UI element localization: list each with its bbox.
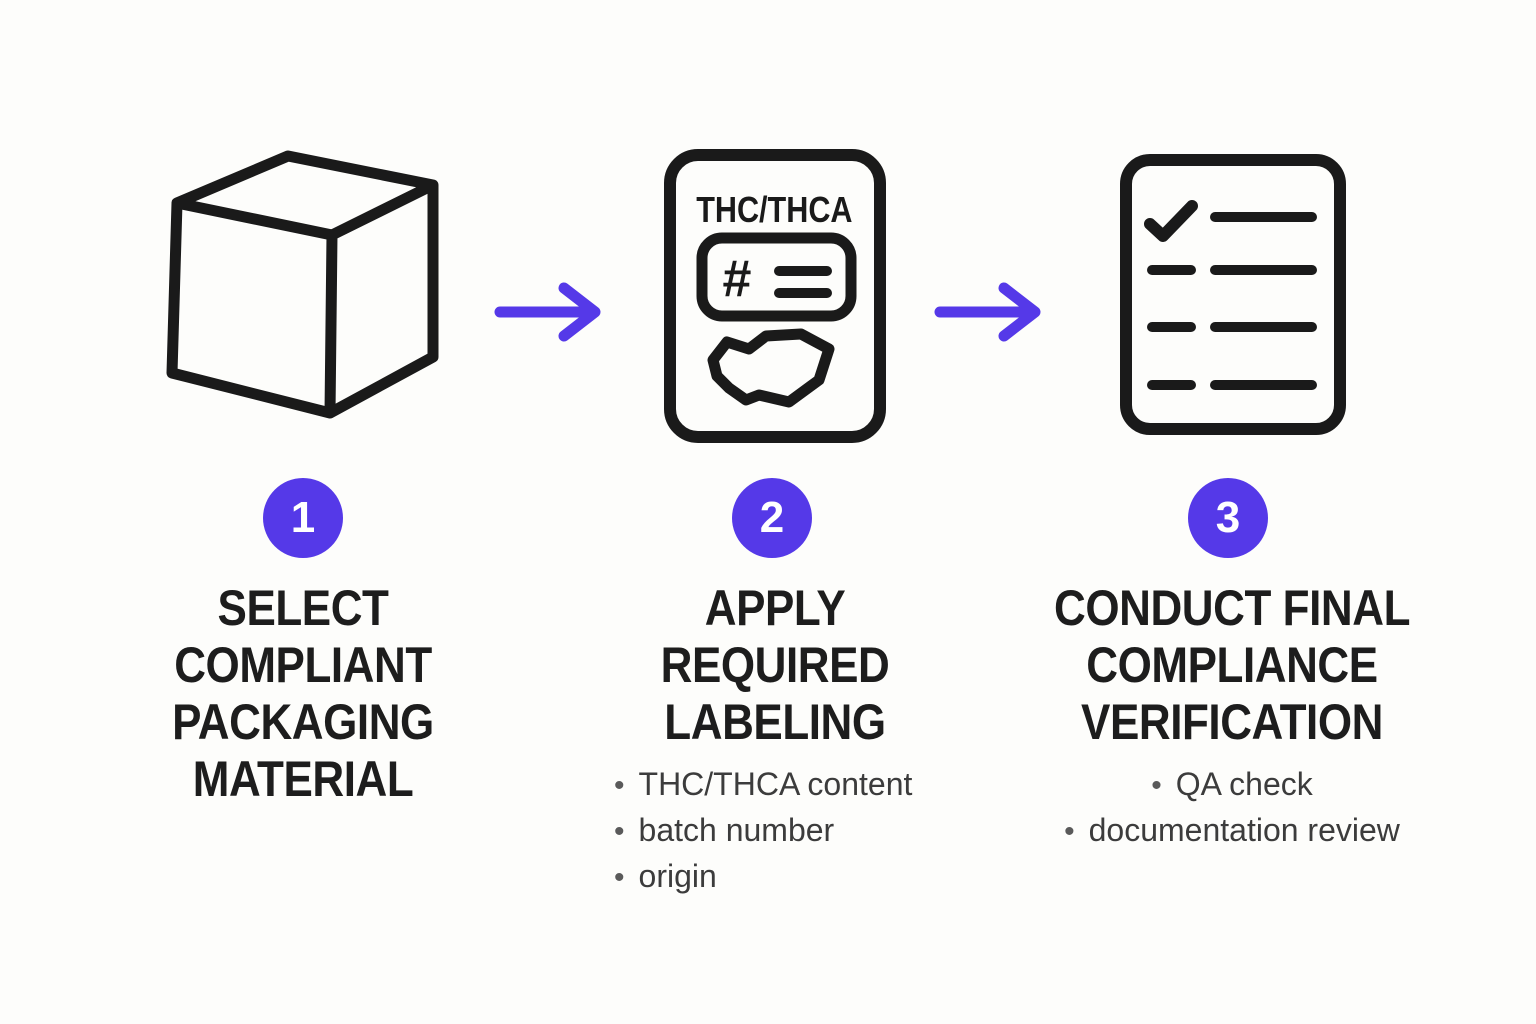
batch-number-field-icon xyxy=(696,232,857,322)
hash-icon: # xyxy=(723,250,752,308)
step-number: 1 xyxy=(290,493,316,542)
list-item: documentation review xyxy=(1002,808,1462,854)
step-title: APPLY REQUIRED LABELING xyxy=(573,580,978,751)
list-item: QA check xyxy=(1002,762,1462,808)
step-title: SELECT COMPLIANT PACKAGING MATERIAL xyxy=(101,580,506,808)
step-title: CONDUCT FINAL COMPLIANCE VERIFICATION xyxy=(1030,580,1435,751)
list-item: origin xyxy=(614,854,964,900)
step-title-line: REQUIRED xyxy=(660,637,890,693)
step-title-line: MATERIAL xyxy=(192,751,414,807)
labeling-requirements-list: THC/THCA content batch number origin xyxy=(614,762,964,900)
step-title-line: APPLY xyxy=(704,580,846,636)
step-number: 2 xyxy=(759,493,785,542)
thc-label-text: THC/THCA xyxy=(696,191,852,231)
arrow-right-icon xyxy=(932,281,1048,343)
package-cube-icon xyxy=(165,148,440,423)
step-number-badge: 3 xyxy=(1188,478,1268,558)
list-item: THC/THCA content xyxy=(614,762,964,808)
compliance-checklist-icon xyxy=(1118,152,1348,437)
step-number-badge: 2 xyxy=(732,478,812,558)
arrow-right-icon xyxy=(492,281,608,343)
step-title-line: PACKAGING xyxy=(172,694,434,750)
checkmark-icon xyxy=(1144,200,1198,242)
step-title-line: COMPLIANT xyxy=(174,637,432,693)
step-title-line: VERIFICATION xyxy=(1081,694,1383,750)
thc-label-icon: THC/THCA # xyxy=(663,148,887,444)
origin-region-blob-icon xyxy=(707,328,835,408)
step-title-line: LABELING xyxy=(664,694,886,750)
step-number-badge: 1 xyxy=(263,478,343,558)
step-title-line: CONDUCT FINAL xyxy=(1053,580,1411,636)
step-title-line: SELECT xyxy=(217,580,389,636)
list-item: batch number xyxy=(614,808,964,854)
step-title-line: COMPLIANCE xyxy=(1086,637,1378,693)
step-number: 3 xyxy=(1215,493,1241,542)
verification-tasks-list: QA check documentation review xyxy=(1002,762,1462,854)
